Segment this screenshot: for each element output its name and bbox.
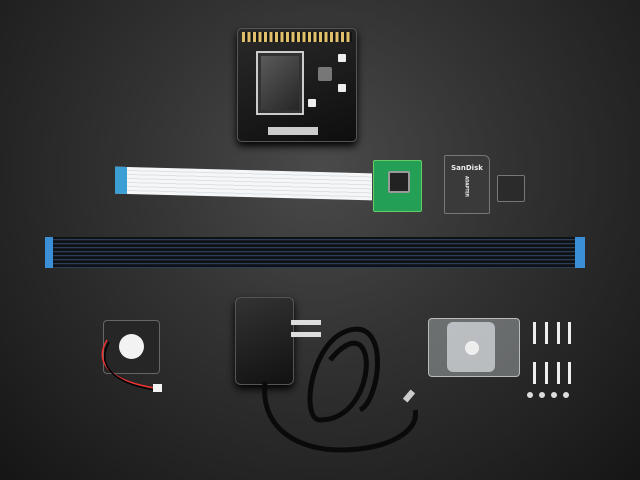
camera-module	[373, 160, 422, 212]
button	[308, 99, 316, 107]
acrylic-case	[428, 318, 520, 377]
sd-adapter: SanDisk ADAPTER	[444, 155, 490, 214]
button	[338, 54, 346, 62]
connector	[268, 127, 318, 135]
fan-wires	[101, 339, 162, 392]
gpio-header	[242, 32, 352, 42]
usb-c-cable	[262, 326, 418, 453]
microsd-card	[497, 175, 525, 202]
fan-label	[119, 334, 144, 359]
display-hat-board	[237, 28, 357, 142]
black-ribbon-cable	[45, 237, 585, 268]
sd-label: ADAPTER	[464, 176, 470, 197]
white-ribbon-cable	[115, 166, 372, 201]
cooling-fan	[103, 320, 160, 374]
lcd-screen	[256, 51, 304, 115]
joystick	[318, 67, 332, 81]
button	[338, 84, 346, 92]
camera-lens	[388, 171, 410, 193]
sd-brand: SanDisk	[451, 164, 483, 172]
power-supply	[235, 297, 321, 385]
